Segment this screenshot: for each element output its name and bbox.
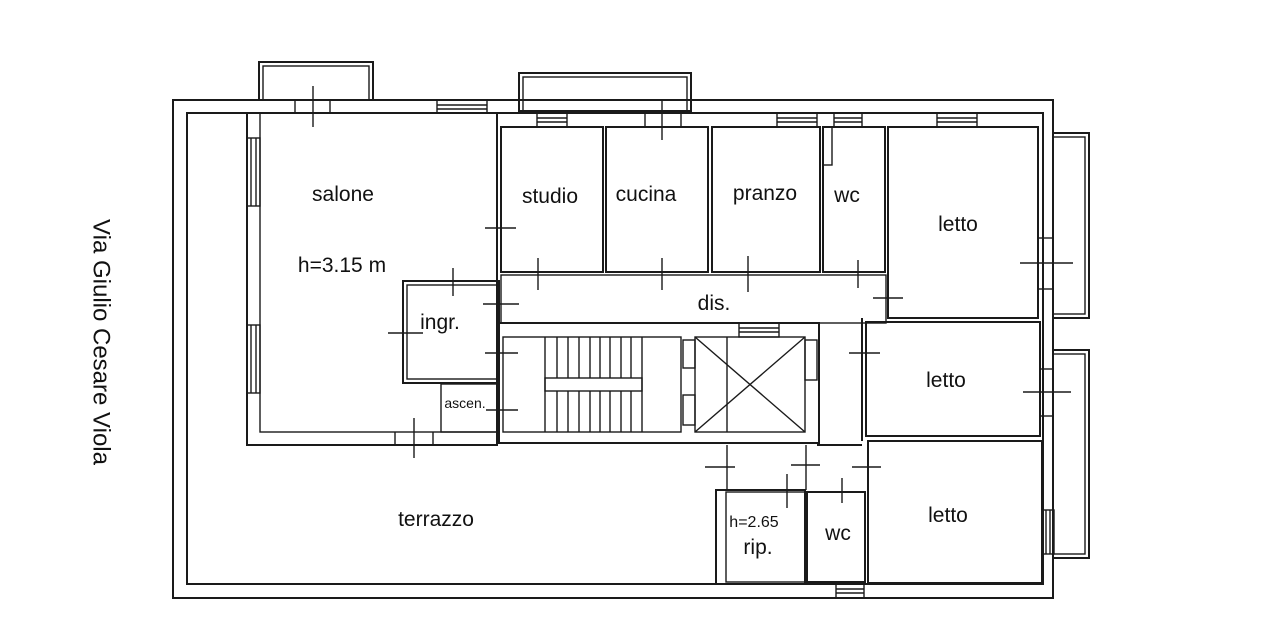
room-studio <box>485 112 604 290</box>
room-letto-3 <box>852 440 1055 584</box>
label-letto-2: letto <box>926 369 966 392</box>
label-ascensore: ascen. <box>444 395 485 411</box>
label-terrazzo: terrazzo <box>398 508 474 531</box>
outer-walls <box>172 99 1054 599</box>
stairwell <box>498 322 820 444</box>
label-salone-height: h=3.15 m <box>298 254 386 277</box>
room-pranzo <box>711 112 821 292</box>
label-pranzo: pranzo <box>733 182 797 205</box>
label-letto-1: letto <box>938 213 978 236</box>
label-cucina: cucina <box>616 183 677 206</box>
label-wc-top: wc <box>833 184 860 207</box>
label-studio: studio <box>522 185 578 208</box>
street-label: Via Giulio Cesare Viola <box>88 219 115 466</box>
label-ripostiglio-height: h=2.65 <box>729 514 778 531</box>
balcony-right-lower <box>1052 349 1090 559</box>
room-salone <box>246 86 498 458</box>
label-letto-3: letto <box>928 504 968 527</box>
room-letto-2 <box>849 321 1071 437</box>
label-ingresso: ingr. <box>420 311 460 334</box>
label-salone: salone <box>312 183 374 206</box>
label-disimpegno: dis. <box>698 292 731 315</box>
room-letto-1 <box>887 112 1073 319</box>
room-ripostiglio <box>715 474 806 585</box>
corridor-walls <box>705 318 863 490</box>
room-cucina <box>605 100 709 290</box>
label-wc-bottom: wc <box>824 522 851 545</box>
room-wc-bottom <box>806 478 866 599</box>
balcony-top-left <box>258 61 374 101</box>
label-ripostiglio: rip. <box>743 536 772 559</box>
room-wc-top <box>822 112 886 288</box>
balcony-right-upper <box>1052 132 1090 319</box>
balcony-top-center <box>518 72 692 112</box>
